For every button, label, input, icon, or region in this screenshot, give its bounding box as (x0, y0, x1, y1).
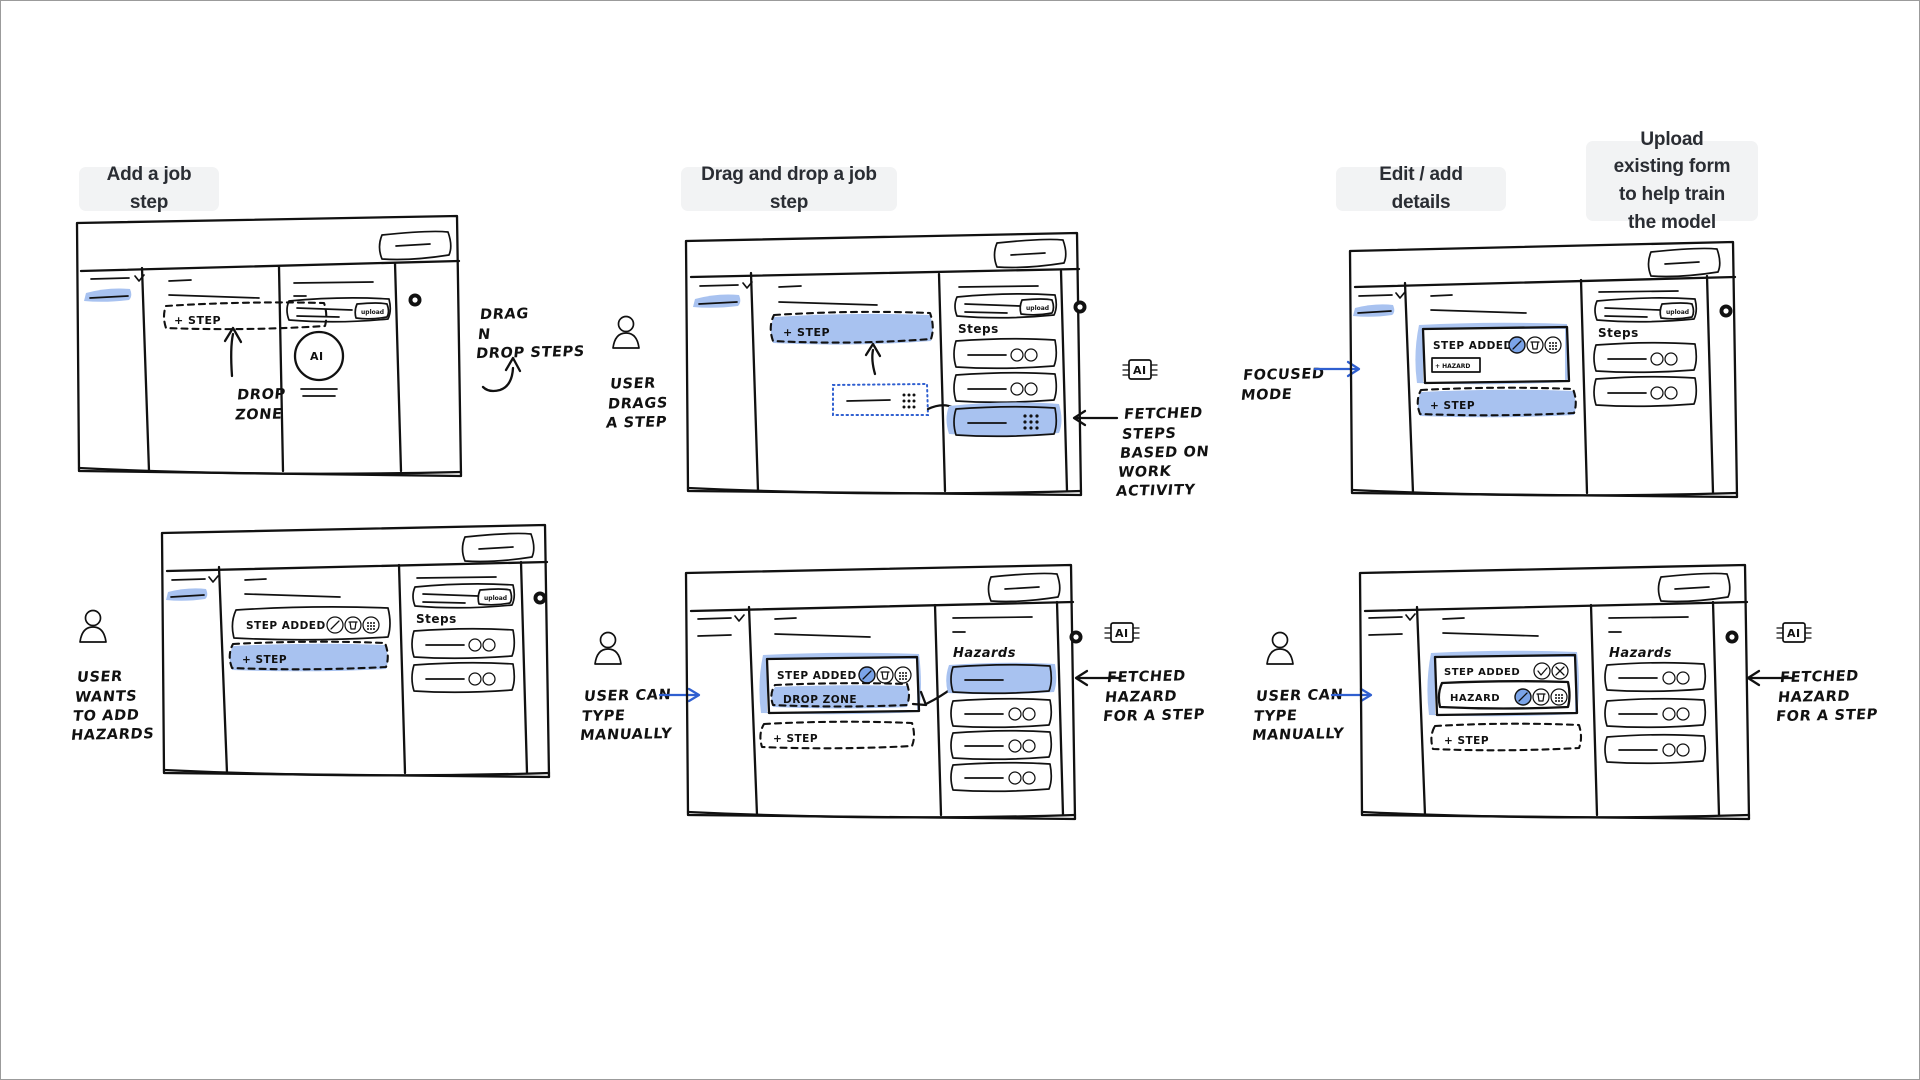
frame-drag-and-drop: + STEP upload (677, 229, 1107, 501)
svg-text:AI: AI (1133, 364, 1147, 377)
upload-button-label-1: upload (361, 309, 384, 316)
annotation-text: FETCHED HAZARD FOR A STEP (1775, 668, 1879, 725)
person-icon-user-can-type-1 (591, 631, 625, 667)
annotation-text: FETCHED STEPS BASED ON WORK ACTIVITY (1115, 405, 1210, 501)
annotation-fetched-steps: FETCHED STEPS BASED ON WORK ACTIVITY (1115, 385, 1216, 503)
frame-step-added: STEP ADDED + STEP upload (153, 521, 563, 781)
step-card-title-6: STEP ADDED (1444, 667, 1520, 678)
drop-zone-label: DROP ZONE (783, 694, 857, 706)
arrow-left-fetched-hazard-1 (1071, 666, 1123, 690)
annotation-text: DROP ZONE (234, 386, 287, 424)
svg-text:AI: AI (1115, 627, 1129, 640)
annotation-user-wants-hazards: USER WANTS TO ADD HAZARDS (70, 648, 163, 746)
add-hazard-label: + HAZARD (1435, 363, 1470, 370)
section-label-text: Upload existing form to help train the m… (1613, 128, 1731, 233)
ai-badge-label: AI (310, 350, 324, 363)
section-label-edit-details[interactable]: Edit / add details (1336, 164, 1506, 213)
annotation-user-can-type-2: USER CAN TYPE MANUALLY (1251, 667, 1351, 746)
step-card-title-3: STEP ADDED (1433, 340, 1513, 352)
frame-edit-add-details: STEP ADDED + HAZARD + STEP (1341, 239, 1761, 503)
ai-chip-icon-fetched-hazard-2: AI (1773, 616, 1815, 650)
person-icon-user-drags (609, 315, 643, 351)
annotation-user-drags-a-step: USER DRAGS A STEP (605, 355, 674, 433)
arrow-right-user-can-type-2 (1329, 684, 1377, 706)
annotation-text: FETCHED HAZARD FOR A STEP (1102, 668, 1206, 725)
svg-text:AI: AI (1787, 627, 1801, 640)
list-title-hazards-6: Hazards (1609, 646, 1672, 661)
annotation-fetched-hazard-2: FETCHED HAZARD FOR A STEP (1775, 648, 1885, 727)
upload-button-label-4: upload (484, 595, 507, 602)
add-step-label-1: + STEP (174, 314, 221, 327)
list-title-steps: Steps (958, 322, 999, 336)
annotation-text: USER DRAGS A STEP (605, 375, 669, 432)
person-icon-user-wants-hazards (76, 609, 110, 645)
step-card-title-4: STEP ADDED (246, 620, 326, 632)
arrow-right-user-can-type-1 (657, 684, 705, 706)
annotation-drop-zone: DROP ZONE (234, 366, 289, 425)
frame-drop-zone: STEP ADDED DROP ZONE + STEP (677, 561, 1097, 823)
annotation-drag-n-drop-steps: DRAG N DROP STEPS (475, 285, 592, 364)
list-title-steps-4: Steps (416, 612, 457, 626)
section-label-text: Add a job step (106, 164, 192, 213)
annotation-text: USER WANTS TO ADD HAZARDS (70, 669, 155, 744)
annotation-drag-n-drop-arrow (479, 341, 539, 401)
ai-chip-icon-fetched-hazard-1: AI (1101, 616, 1143, 650)
annotation-fetched-hazard-1: FETCHED HAZARD FOR A STEP (1102, 648, 1212, 727)
frame-add-job-step: + STEP upload AI (69, 213, 489, 483)
add-step-label-2: + STEP (783, 326, 830, 339)
person-icon-user-can-type-2 (1263, 631, 1297, 667)
add-step-label-4: + STEP (242, 654, 287, 666)
add-step-label-5: + STEP (773, 733, 818, 745)
list-title-steps-3: Steps (1598, 326, 1639, 340)
section-label-text: Drag and drop a job step (701, 164, 877, 213)
add-step-label-3: + STEP (1430, 400, 1475, 412)
annotation-user-can-type-1: USER CAN TYPE MANUALLY (579, 667, 679, 746)
annotation-text: DRAG N DROP STEPS (475, 306, 586, 362)
ai-chip-icon-fetched-steps: AI (1119, 353, 1161, 387)
upload-button-label-3: upload (1666, 309, 1689, 316)
add-step-label-6: + STEP (1444, 735, 1489, 747)
section-label-upload-form[interactable]: Upload existing form to help train the m… (1586, 129, 1758, 233)
section-label-add-job-step[interactable]: Add a job step (79, 164, 219, 213)
upload-button-label-2: upload (1026, 305, 1049, 312)
hazard-row-title: HAZARD (1450, 693, 1500, 704)
step-card-title-5: STEP ADDED (777, 670, 857, 682)
section-label-text: Edit / add details (1379, 164, 1463, 213)
list-title-hazards-5: Hazards (953, 646, 1016, 661)
section-label-drag-drop[interactable]: Drag and drop a job step (681, 164, 897, 213)
arrow-left-fetched-hazard-2 (1743, 666, 1795, 690)
arrow-left-fetched-steps (1069, 406, 1121, 430)
frame-hazard-added: STEP ADDED HAZARD + STEP (1351, 561, 1771, 823)
